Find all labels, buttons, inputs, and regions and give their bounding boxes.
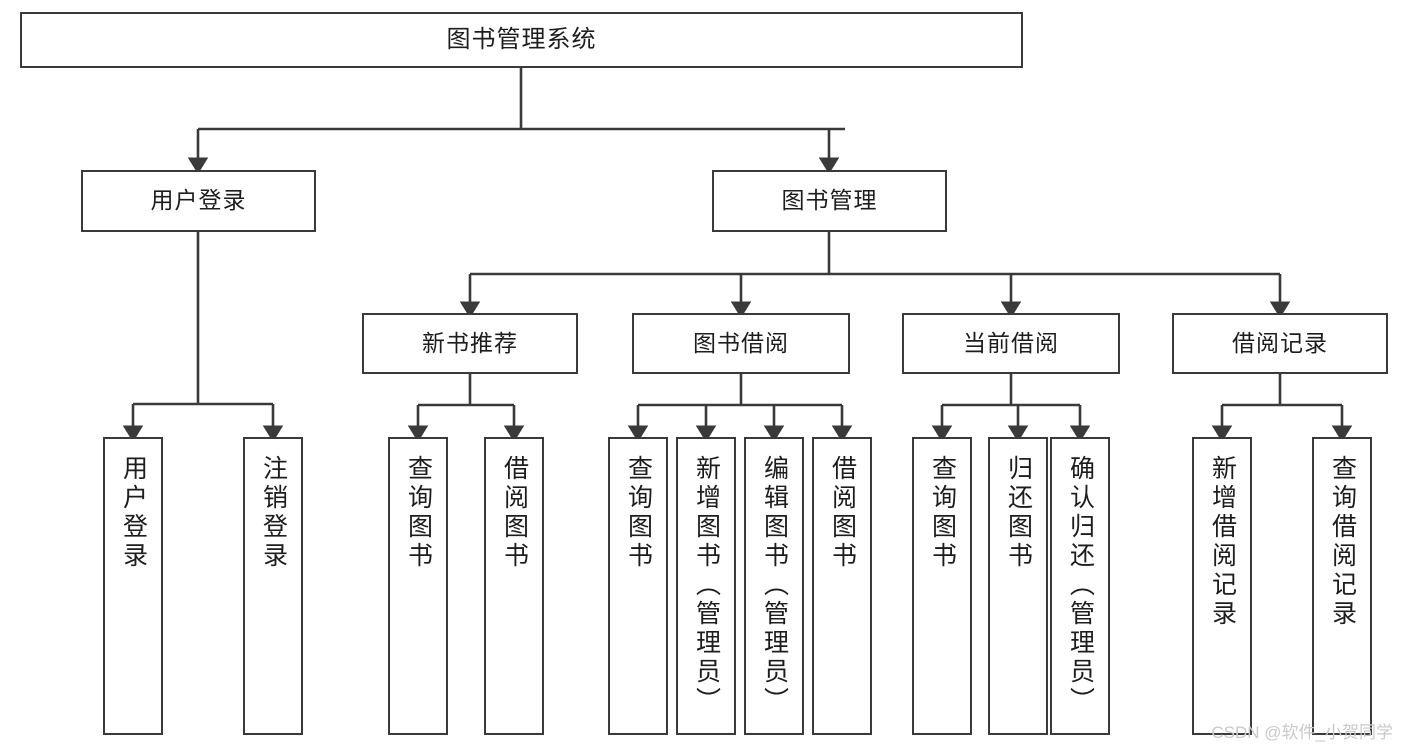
node-label: 新增借阅记录 [1208, 455, 1237, 629]
node-label: 查询图书 [928, 455, 957, 571]
node-leaf-add-book[interactable]: 新增图书（管理员） [676, 437, 736, 735]
node-label: 注销登录 [259, 455, 288, 571]
node-new-book-recommend[interactable]: 新书推荐 [362, 313, 578, 374]
node-leaf-return-book[interactable]: 归还图书 [988, 437, 1048, 735]
node-label: 新书推荐 [422, 329, 518, 356]
node-label: 用户登录 [119, 455, 148, 571]
node-leaf-query-book-1[interactable]: 查询图书 [388, 437, 448, 735]
edge-group-book-manage [459, 232, 1291, 319]
node-label: 查询图书 [404, 455, 433, 571]
node-book-manage[interactable]: 图书管理 [712, 170, 947, 232]
edge-group-current-borrow [931, 374, 1091, 443]
node-label: 图书管理 [781, 187, 878, 214]
node-leaf-borrow-book-2[interactable]: 借阅图书 [812, 437, 872, 735]
edge-group-borrow-record [1211, 374, 1353, 443]
edge-group-new-book [407, 374, 525, 443]
node-leaf-user-login[interactable]: 用户登录 [103, 437, 163, 735]
edge-group-root [187, 68, 845, 175]
node-leaf-borrow-book-1[interactable]: 借阅图书 [484, 437, 544, 735]
node-label: 确认归还（管理员） [1066, 455, 1095, 716]
node-label: 借阅图书 [500, 455, 529, 571]
node-book-borrow[interactable]: 图书借阅 [632, 313, 850, 374]
node-leaf-confirm-return[interactable]: 确认归还（管理员） [1050, 437, 1110, 735]
node-leaf-query-record[interactable]: 查询借阅记录 [1312, 437, 1372, 735]
node-current-borrow[interactable]: 当前借阅 [902, 313, 1120, 374]
node-label: 归还图书 [1004, 455, 1033, 571]
node-leaf-add-record[interactable]: 新增借阅记录 [1192, 437, 1252, 735]
node-label: 借阅图书 [828, 455, 857, 571]
node-label: 编辑图书（管理员） [760, 455, 789, 716]
edge-group-book-borrow [627, 374, 853, 443]
node-user-login[interactable]: 用户登录 [81, 170, 316, 232]
node-root-system[interactable]: 图书管理系统 [20, 12, 1023, 68]
node-label: 图书管理系统 [446, 25, 597, 53]
node-label: 查询借阅记录 [1328, 455, 1357, 629]
node-label: 当前借阅 [963, 329, 1059, 356]
node-leaf-logout[interactable]: 注销登录 [243, 437, 303, 735]
watermark-text: CSDN @软件_小贺同学 [1211, 723, 1393, 742]
node-leaf-query-book-2[interactable]: 查询图书 [608, 437, 668, 735]
node-leaf-query-book-3[interactable]: 查询图书 [912, 437, 972, 735]
edge-group-user-login [122, 232, 284, 443]
node-label: 新增图书（管理员） [692, 455, 721, 716]
node-leaf-edit-book[interactable]: 编辑图书（管理员） [744, 437, 804, 735]
node-label: 用户登录 [150, 187, 247, 214]
node-label: 查询图书 [624, 455, 653, 571]
node-borrow-record[interactable]: 借阅记录 [1172, 313, 1388, 374]
node-label: 图书借阅 [693, 329, 789, 356]
node-label: 借阅记录 [1232, 329, 1328, 356]
